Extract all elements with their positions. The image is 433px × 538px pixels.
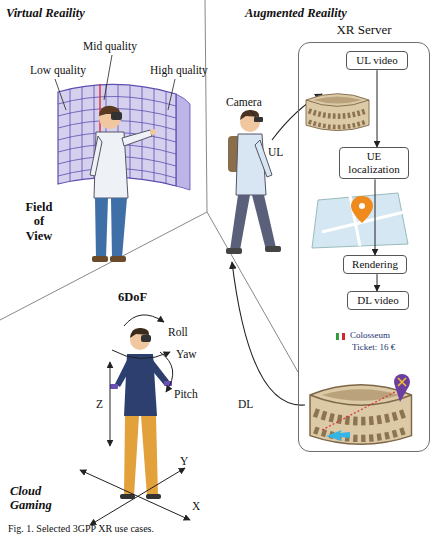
node-text: UE localization xyxy=(343,150,405,176)
server-frame: XR ServerUL videoUE localizationRenderin… xyxy=(298,42,430,452)
section-title: Virtual Reaility xyxy=(6,6,85,20)
process-box: UE localization xyxy=(339,147,409,179)
figure-caption: Fig. 1. Selected 3GPP XR use cases. xyxy=(8,523,154,535)
axis-label: Roll xyxy=(168,326,188,339)
link-label: DL xyxy=(238,398,253,411)
axis-label: Y xyxy=(180,455,188,468)
ar-overlay-text: Ticket: 16 € xyxy=(352,342,395,352)
process-box: DL video xyxy=(347,291,409,310)
axis-label: Pitch xyxy=(174,388,198,401)
node-text: UL video xyxy=(350,54,404,67)
fov-label: Field of View xyxy=(22,200,56,243)
flow-arrow xyxy=(377,274,378,291)
device-label: Camera xyxy=(226,96,262,109)
node-text: Rendering xyxy=(347,258,403,271)
quality-label: Low quality xyxy=(30,64,86,77)
ar-user xyxy=(226,94,322,405)
process-box: UL video xyxy=(346,51,408,70)
gaming-user xyxy=(80,315,190,525)
ar-overlay-text: Colosseum xyxy=(350,330,390,340)
dof-label: 6DoF xyxy=(118,290,147,304)
axis-label: Z xyxy=(96,398,103,411)
process-box: Rendering xyxy=(343,255,407,274)
quality-label: High quality xyxy=(150,64,208,77)
axis-label: X xyxy=(192,500,200,513)
node-text: DL video xyxy=(351,294,405,307)
section-title: Augmented Reaility xyxy=(245,6,347,20)
section-title: Cloud Gaming xyxy=(10,484,60,513)
axis-label: Yaw xyxy=(176,348,197,361)
flow-arrow xyxy=(375,179,376,255)
region-separators xyxy=(0,0,298,372)
server-illustrations xyxy=(306,94,412,445)
quality-label: Mid quality xyxy=(83,40,137,53)
link-label: UL xyxy=(268,146,283,159)
flow-arrow xyxy=(377,70,378,147)
node-heading: XR Server xyxy=(299,22,429,38)
vr-user xyxy=(90,106,156,262)
